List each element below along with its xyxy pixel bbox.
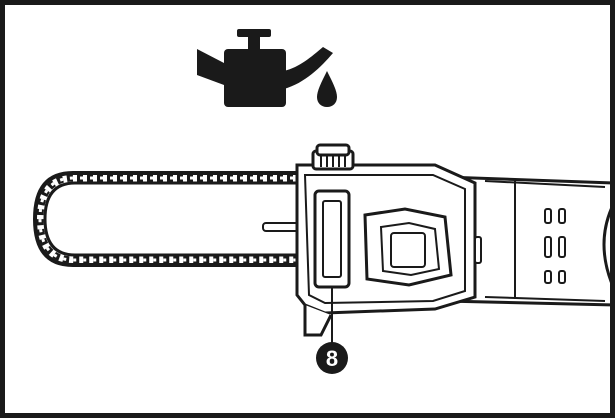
callout-8: 8	[316, 287, 348, 374]
oil-level-window	[313, 189, 351, 289]
pole-end	[602, 208, 610, 283]
vent-slots	[474, 208, 566, 284]
chain-cover-recess	[363, 207, 453, 287]
pole-saw-oil-diagram: 8	[32, 29, 610, 374]
pole-ridges	[484, 180, 606, 302]
guide-bar	[32, 171, 305, 267]
oil-drop-icon	[317, 71, 337, 107]
oil-can-icon	[197, 29, 333, 107]
callout-8-label: 8	[326, 346, 338, 371]
oil-tank-cap	[311, 143, 355, 171]
